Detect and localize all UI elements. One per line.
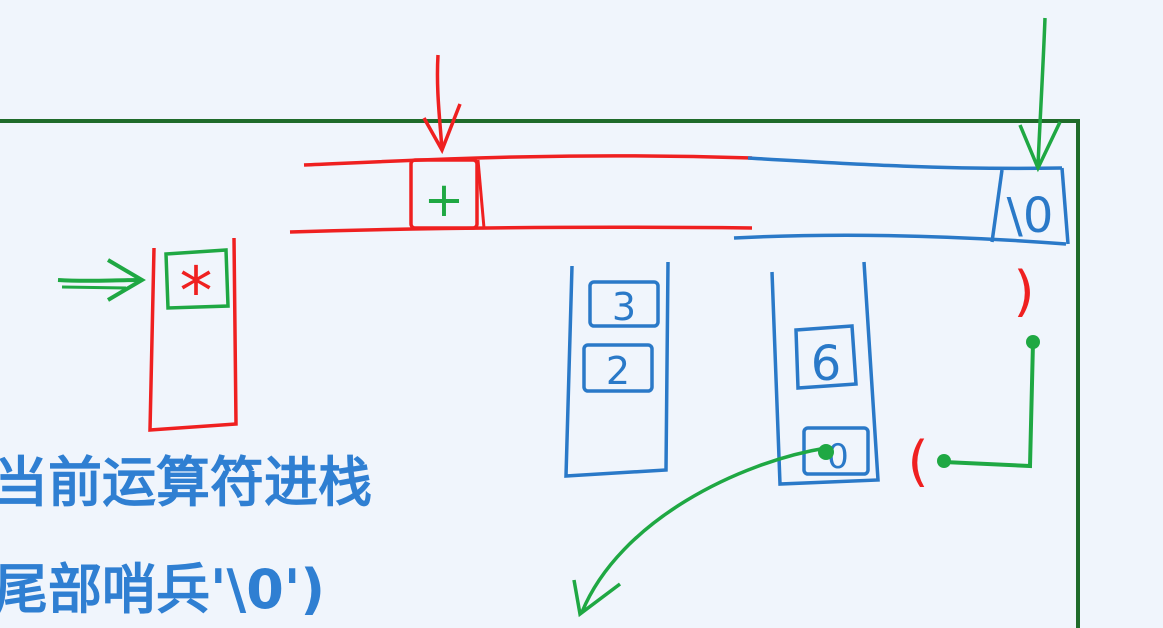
operand-value-2: 2 [606, 349, 630, 393]
frame-border [0, 119, 1080, 628]
caption-line-1: 当前运算符进栈 [0, 451, 372, 514]
operand-value-3: 3 [612, 285, 636, 329]
close-paren: ) [1013, 260, 1034, 323]
star-operator: * [180, 253, 213, 330]
pointer-arrow-green-top [1018, 17, 1062, 173]
paren-connector [937, 335, 1040, 469]
plus-operator: + [424, 172, 464, 228]
caption-line-2: 尾部哨兵'\0') [0, 558, 326, 621]
expression-tape-blue [733, 156, 1070, 246]
operand-stack-1 [564, 261, 670, 478]
pointer-arrow-red [422, 54, 462, 155]
operator-stack [148, 237, 238, 432]
sentinel-top-label: \0 [1007, 188, 1054, 244]
expression-tape-red [289, 154, 753, 234]
pointer-arrow-green-left [57, 258, 146, 302]
operand-value-6: 6 [811, 336, 842, 392]
pop-arrow-green [572, 444, 834, 618]
open-paren: ( [907, 430, 928, 493]
operand-value-0: 0 [827, 437, 849, 477]
